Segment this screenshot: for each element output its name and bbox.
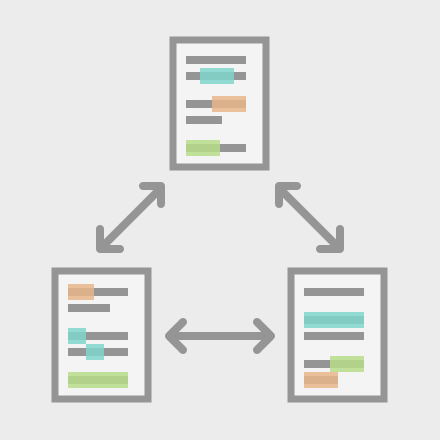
text-line	[186, 56, 246, 64]
text-line	[68, 288, 128, 296]
highlight-green	[330, 356, 364, 372]
document-left	[51, 267, 152, 403]
text-line	[68, 304, 110, 312]
highlight-green	[68, 372, 128, 388]
highlight-orange	[68, 284, 94, 300]
text-line	[186, 116, 222, 124]
highlight-teal	[304, 312, 364, 328]
arrow-top-left	[96, 182, 165, 253]
text-line	[304, 288, 364, 296]
document-right	[287, 267, 388, 403]
text-line	[304, 332, 364, 340]
arrow-bottom	[165, 318, 275, 354]
highlight-teal	[68, 328, 86, 344]
text-line	[68, 332, 128, 340]
arrow-top-right	[275, 182, 344, 253]
highlight-green	[186, 140, 220, 156]
highlight-teal	[200, 68, 234, 84]
document-top	[169, 36, 270, 171]
highlight-orange	[212, 96, 246, 112]
highlight-orange	[304, 372, 338, 388]
highlight-teal	[86, 344, 104, 360]
